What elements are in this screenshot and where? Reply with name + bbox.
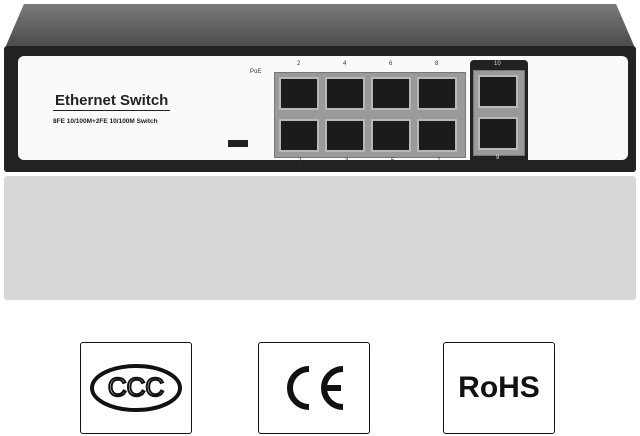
- poe-label: PoE: [250, 69, 262, 75]
- ccc-logo: CCC: [80, 342, 192, 434]
- switch-faceplate: Ethernet Switch 8FE 10/100M+2FE 10/100M …: [18, 56, 628, 164]
- ethernet-port[interactable]: [279, 119, 319, 152]
- ethernet-port[interactable]: [371, 77, 411, 110]
- rohs-logo: RoHS: [443, 342, 555, 434]
- switch-reflection: [4, 176, 636, 300]
- ethernet-port[interactable]: [279, 77, 319, 110]
- ethernet-port[interactable]: [325, 119, 365, 152]
- ce-mark-icon: [287, 366, 344, 410]
- ethernet-port[interactable]: [417, 77, 457, 110]
- ce-logo: [258, 342, 370, 434]
- switch-front-panel: Ethernet Switch 8FE 10/100M+2FE 10/100M …: [4, 46, 636, 172]
- ccc-mark-icon: CCC: [90, 364, 182, 412]
- port-label: 7: [437, 158, 441, 164]
- ethernet-port[interactable]: [371, 119, 411, 152]
- port-number: 8: [435, 61, 439, 67]
- mode-switch[interactable]: [228, 140, 248, 147]
- port-label: 1: [299, 158, 303, 164]
- uplink-block: 10 9: [470, 60, 528, 164]
- port-block: [274, 72, 466, 158]
- uplink-number: 9: [496, 155, 500, 161]
- switch-top-cover: [5, 4, 635, 48]
- port-label: 5: [391, 158, 395, 164]
- port-number: 6: [389, 61, 393, 67]
- port-number: 4: [343, 61, 347, 67]
- ethernet-port[interactable]: [417, 119, 457, 152]
- port-label: 3: [345, 158, 349, 164]
- product-title: Ethernet Switch: [53, 92, 171, 111]
- svg-text:CCC: CCC: [108, 372, 164, 402]
- uplink-port-block: [473, 70, 525, 156]
- uplink-number: 10: [494, 61, 501, 67]
- product-subtitle: 8FE 10/100M+2FE 10/100M Switch: [53, 118, 158, 125]
- ethernet-port[interactable]: [325, 77, 365, 110]
- uplink-port[interactable]: [478, 75, 518, 108]
- uplink-port[interactable]: [478, 117, 518, 150]
- port-number: 2: [297, 61, 301, 67]
